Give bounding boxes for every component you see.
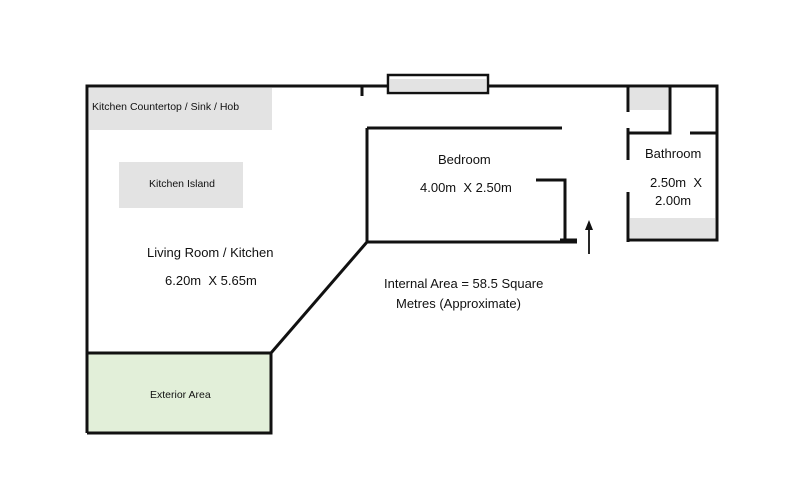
kitchen-island xyxy=(119,162,243,208)
exterior-area-fill xyxy=(87,353,271,433)
outer-walls xyxy=(85,84,719,435)
entry-arrow-icon xyxy=(585,220,593,254)
window xyxy=(386,73,490,95)
living-room-dims: 6.20m X 5.65m xyxy=(165,273,257,288)
internal-area-line2: Metres (Approximate) xyxy=(396,296,521,311)
bathroom-dims-line2: 2.00m xyxy=(655,193,692,208)
internal-area-line1: Internal Area = 58.5 Square xyxy=(384,276,544,291)
living-room-name: Living Room / Kitchen xyxy=(147,245,274,260)
bathroom-walls xyxy=(626,86,717,242)
bathroom-dims-line1: 2.50m X xyxy=(650,175,703,190)
diagonal-wall xyxy=(269,241,369,354)
bathroom-fixture-top xyxy=(630,88,668,110)
bathroom-fixture-bottom xyxy=(630,218,715,238)
kitchen-counter-label: Kitchen Countertop / Sink / Hob xyxy=(92,101,240,113)
exterior-area-label: Exterior Area xyxy=(150,389,211,401)
bathroom-name: Bathroom xyxy=(645,146,702,161)
bedroom-dims: 4.00m X 2.50m xyxy=(420,180,512,195)
kitchen-counter xyxy=(89,88,272,130)
bedroom-walls xyxy=(360,86,577,244)
bedroom-name: Bedroom xyxy=(438,152,491,167)
kitchen-island-label: Kitchen Island xyxy=(149,178,215,190)
